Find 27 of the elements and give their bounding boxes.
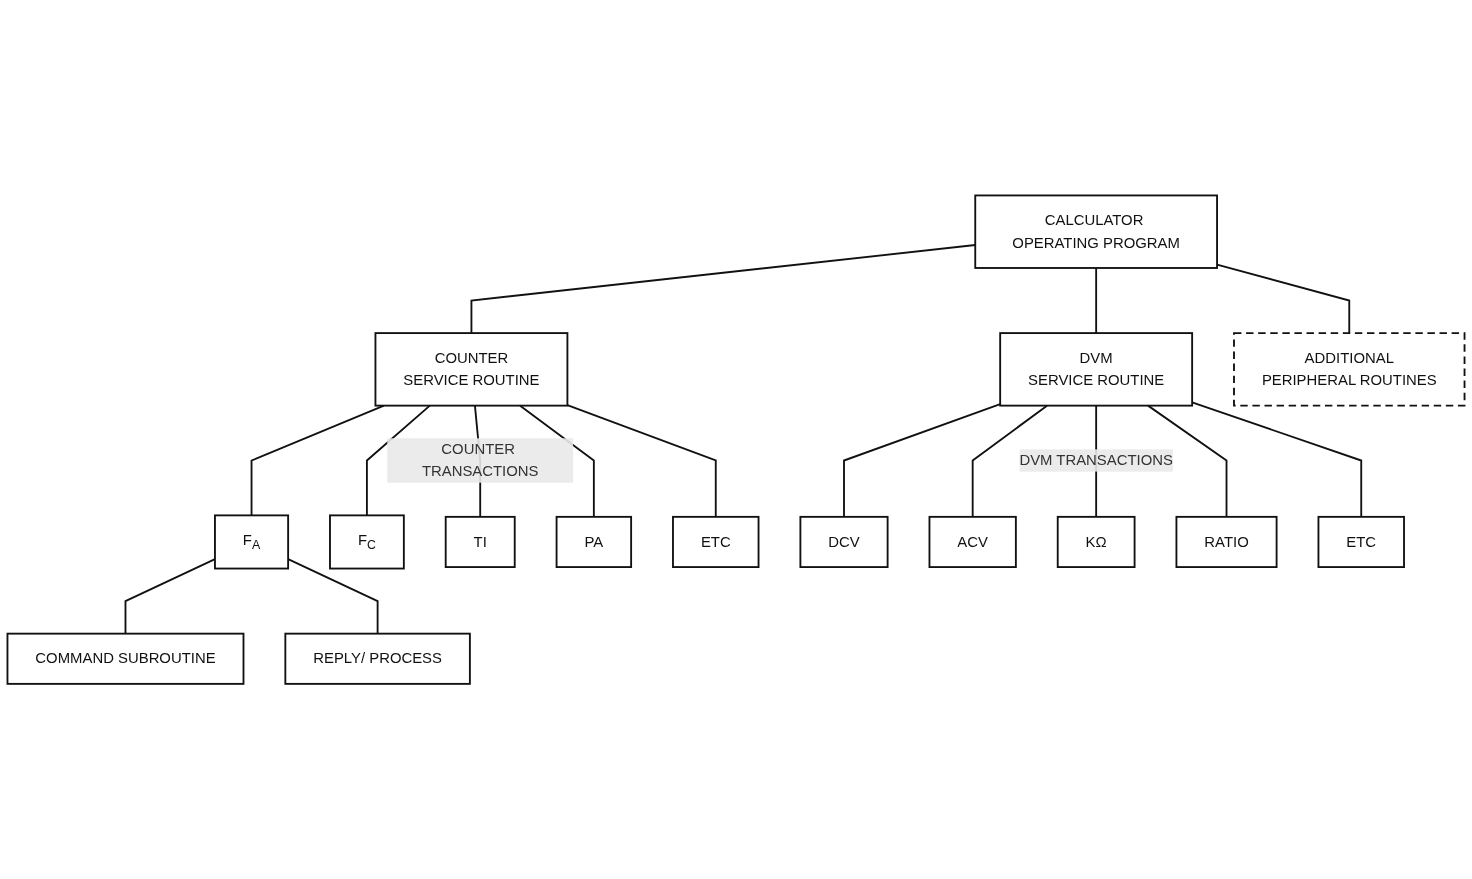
- connector: [1191, 401, 1363, 518]
- node-box: REPLY/ PROCESS: [284, 632, 471, 685]
- node-box: COUNTER SERVICE ROUTINE: [374, 332, 569, 407]
- connector: [971, 404, 1048, 518]
- node-box: RATIO: [1175, 515, 1278, 568]
- node-box: ETC: [672, 515, 760, 568]
- edge-label: DVM TRANSACTIONS: [1019, 451, 1173, 468]
- node-box: CALCULATOR OPERATING PROGRAM: [974, 194, 1218, 269]
- node-box: COMMAND SUBROUTINE: [6, 632, 245, 685]
- node-box: F$_{A}$: [214, 514, 290, 570]
- node-box: DCV: [799, 515, 889, 568]
- node-box: KΩ: [1056, 515, 1136, 568]
- connector: [519, 404, 595, 518]
- node-box: TI: [444, 515, 516, 568]
- connector: [366, 404, 431, 517]
- connector: [1147, 404, 1228, 518]
- node-box: PA: [555, 515, 633, 568]
- node-box: F$_{C}$: [329, 514, 405, 570]
- edge-label: COUNTER TRANSACTIONS: [421, 440, 539, 479]
- node-box: ACV: [928, 515, 1017, 568]
- node-box: ADDITIONAL PERIPHERAL ROUTINES: [1233, 332, 1466, 407]
- connector: [1216, 263, 1351, 334]
- connector: [566, 404, 717, 518]
- connector: [1095, 266, 1098, 334]
- node-box: DVM SERVICE ROUTINE: [999, 332, 1194, 407]
- connector: [250, 404, 385, 517]
- node-box: ETC: [1317, 515, 1405, 568]
